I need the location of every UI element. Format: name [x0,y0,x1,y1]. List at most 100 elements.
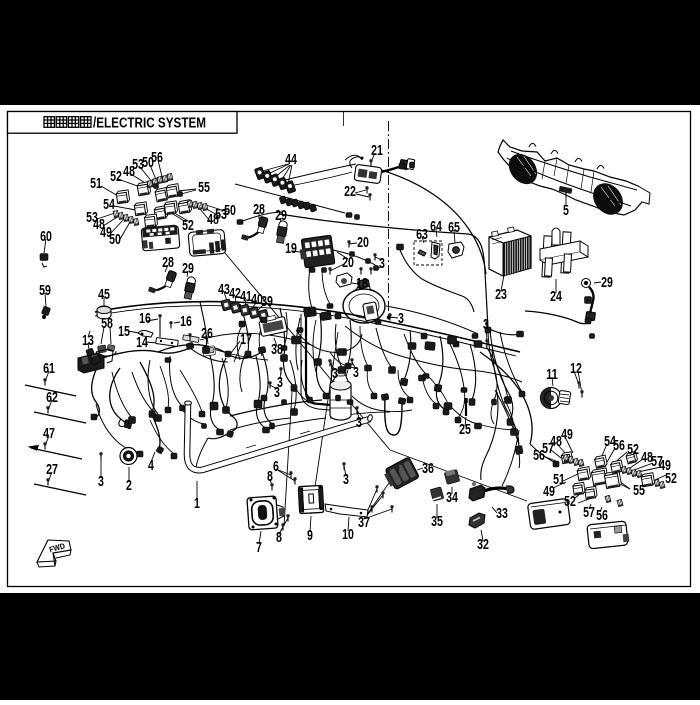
svg-text:8: 8 [267,469,273,485]
svg-text:50: 50 [109,232,121,248]
svg-text:49: 49 [561,427,573,443]
svg-text:48: 48 [207,212,219,228]
svg-text:22: 22 [344,184,356,200]
svg-text:48: 48 [550,434,562,450]
svg-text:54: 54 [604,434,616,450]
svg-text:36: 36 [422,461,434,477]
svg-text:3: 3 [398,311,404,327]
svg-text:9: 9 [307,528,313,544]
svg-text:55: 55 [633,483,645,499]
svg-text:10: 10 [342,527,354,543]
svg-text:5: 5 [563,203,569,219]
svg-text:61: 61 [43,361,55,377]
svg-text:59: 59 [39,283,51,299]
svg-text:47: 47 [43,426,55,442]
svg-text:50: 50 [224,203,236,219]
svg-text:43: 43 [218,282,230,298]
svg-text:48: 48 [93,217,105,233]
svg-text:15: 15 [118,324,130,340]
svg-text:40: 40 [251,292,263,308]
svg-text:3: 3 [483,317,489,333]
svg-text:FWD: FWD [48,541,66,554]
svg-text:13: 13 [82,333,94,349]
svg-text:63: 63 [416,227,428,243]
svg-text:45: 45 [98,287,110,303]
svg-text:23: 23 [495,287,507,303]
svg-text:33: 33 [496,506,508,522]
svg-text:3: 3 [353,365,359,381]
svg-text:25: 25 [459,422,471,438]
svg-text:52: 52 [110,169,122,185]
svg-text:17: 17 [240,332,252,348]
svg-text:56: 56 [533,448,545,464]
svg-text:39: 39 [261,294,273,310]
svg-text:3: 3 [356,415,362,431]
svg-text:3: 3 [343,472,349,488]
svg-text:11: 11 [546,367,558,383]
svg-text:19: 19 [285,241,297,257]
svg-text:3: 3 [98,474,104,490]
svg-text:48: 48 [123,164,135,180]
svg-text:14: 14 [136,335,148,351]
svg-text:16: 16 [139,311,151,327]
svg-text:28: 28 [253,202,265,218]
svg-text:56: 56 [596,508,608,524]
svg-text:52: 52 [627,442,639,458]
svg-text:65: 65 [448,220,460,236]
svg-text:20: 20 [357,235,369,251]
svg-text:7: 7 [256,540,262,556]
svg-text:56: 56 [151,150,163,166]
svg-text:57: 57 [542,441,554,457]
svg-text:12: 12 [570,361,582,377]
svg-text:41: 41 [240,289,252,305]
svg-text:6: 6 [273,459,279,475]
svg-text:29: 29 [601,275,613,291]
svg-text:2: 2 [126,478,132,494]
svg-text:62: 62 [46,390,58,406]
svg-text:37: 37 [358,515,370,531]
svg-text:51: 51 [553,472,565,488]
svg-text:49: 49 [100,225,112,241]
svg-text:44: 44 [285,152,297,168]
svg-text:29: 29 [275,208,287,224]
svg-text:52: 52 [182,218,194,234]
svg-text:28: 28 [162,255,174,271]
svg-text:16: 16 [180,314,192,330]
svg-text:60: 60 [40,229,52,245]
svg-text:52: 52 [665,471,677,487]
svg-text:53: 53 [86,210,98,226]
svg-text:29: 29 [182,261,194,277]
svg-text:26: 26 [201,326,213,342]
svg-text:55: 55 [198,180,210,196]
svg-text:3: 3 [379,256,385,272]
svg-text:21: 21 [371,143,383,159]
svg-text:53: 53 [132,157,144,173]
svg-text:38: 38 [271,342,283,358]
svg-text:4: 4 [148,458,154,474]
svg-text:3: 3 [332,366,338,382]
svg-text:57: 57 [651,454,663,470]
svg-text:18: 18 [356,276,368,292]
svg-text:57: 57 [583,505,595,521]
svg-text:24: 24 [550,289,562,305]
svg-text:49: 49 [543,484,555,500]
svg-text:64: 64 [430,219,442,235]
svg-text:20: 20 [342,255,354,271]
svg-text:34: 34 [446,490,458,506]
svg-text:56: 56 [613,438,625,454]
svg-text:52: 52 [564,494,576,510]
svg-text:49: 49 [659,458,671,474]
svg-text:3: 3 [277,375,283,391]
svg-text:54: 54 [103,197,115,213]
svg-text:3: 3 [274,385,280,401]
svg-text:/ELECTRIC SYSTEM: /ELECTRIC SYSTEM [93,115,206,132]
svg-text:42: 42 [229,286,241,302]
svg-text:58: 58 [101,316,113,332]
svg-text:35: 35 [431,514,443,530]
svg-text:1: 1 [194,496,200,512]
svg-text:51: 51 [90,176,102,192]
svg-text:32: 32 [477,537,489,553]
svg-text:48: 48 [641,450,653,466]
svg-text:53: 53 [215,207,227,223]
svg-text:50: 50 [142,155,154,171]
